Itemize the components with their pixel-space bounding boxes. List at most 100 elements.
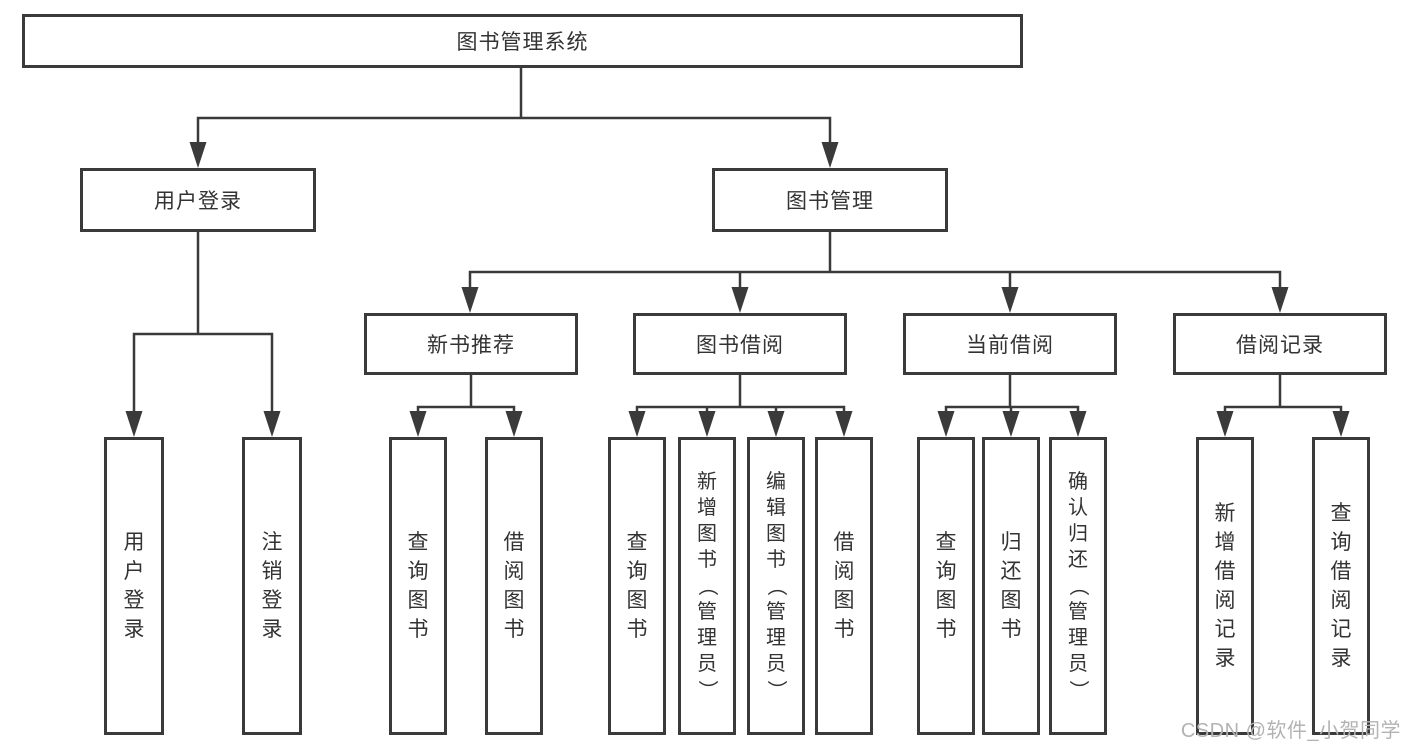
vertical-label-char: 员 xyxy=(697,653,717,675)
vertical-label-char: ） xyxy=(1067,680,1089,700)
arrowhead xyxy=(263,411,281,437)
leaf-logout: 注销登录 xyxy=(242,437,302,735)
arrowhead xyxy=(698,411,716,437)
vertical-label-char: 辑 xyxy=(766,497,786,519)
vertical-label-char: （ xyxy=(1067,576,1089,596)
node-label: 图书借阅 xyxy=(696,334,784,357)
vertical-label-char: 理 xyxy=(766,627,786,649)
vertical-label-char: 销 xyxy=(261,560,283,583)
vertical-label-char: 阅 xyxy=(503,560,525,583)
vertical-label-char: 图 xyxy=(833,589,855,612)
leaf-query-books: 查询图书 xyxy=(917,437,975,735)
leaf-borrow-books: 借阅图书 xyxy=(485,437,543,735)
vertical-label-char: 询 xyxy=(935,560,957,583)
arrowhead xyxy=(189,142,207,168)
vertical-label-char: 记 xyxy=(1330,618,1352,641)
vertical-label-char: 用 xyxy=(123,531,145,554)
vertical-label-char: 书 xyxy=(407,618,429,641)
vertical-label-char: 增 xyxy=(1214,531,1236,554)
vertical-label-char: 阅 xyxy=(1330,589,1352,612)
vertical-label-char: 新 xyxy=(697,471,717,493)
node-user-login: 用户登录 xyxy=(80,168,316,232)
arrowhead xyxy=(1002,411,1020,437)
arrowhead xyxy=(125,411,143,437)
vertical-label-char: 户 xyxy=(123,560,145,583)
leaf-add-books-admin: 新增图书（管理员） xyxy=(678,437,736,735)
leaf-confirm-return-admin: 确认归还（管理员） xyxy=(1049,437,1107,735)
vertical-label-char: 图 xyxy=(1000,589,1022,612)
node-label: 当前借阅 xyxy=(966,334,1054,357)
vertical-label-char: 注 xyxy=(261,531,283,554)
arrowhead xyxy=(1001,287,1019,313)
vertical-label-char: 理 xyxy=(1068,627,1088,649)
node-current-borrowing: 当前借阅 xyxy=(903,313,1117,375)
csdn-watermark: CSDN @软件_小贺同学 xyxy=(1180,720,1401,742)
vertical-label-char: ） xyxy=(696,680,718,700)
vertical-label-char: 新 xyxy=(1214,502,1236,525)
arrowhead xyxy=(767,411,785,437)
leaf-edit-books-admin: 编辑图书（管理员） xyxy=(747,437,805,735)
vertical-label-char: 查 xyxy=(1330,502,1352,525)
node-label: 新书推荐 xyxy=(427,334,515,357)
arrowhead xyxy=(731,287,749,313)
node-library-management-system: 图书管理系统 xyxy=(22,14,1023,68)
vertical-label-char: 阅 xyxy=(1214,589,1236,612)
vertical-label-char: 图 xyxy=(626,589,648,612)
vertical-label-char: 归 xyxy=(1000,531,1022,554)
vertical-label-char: 询 xyxy=(407,560,429,583)
arrowhead xyxy=(409,411,427,437)
vertical-label-char: 书 xyxy=(935,618,957,641)
vertical-label-char: 询 xyxy=(1330,531,1352,554)
node-book-borrowing: 图书借阅 xyxy=(633,313,847,375)
arrowhead xyxy=(461,287,479,313)
vertical-label-char: 阅 xyxy=(833,560,855,583)
vertical-label-char: 员 xyxy=(766,653,786,675)
vertical-label-char: （ xyxy=(696,576,718,596)
arrowhead xyxy=(1332,411,1350,437)
vertical-label-char: 书 xyxy=(766,549,786,571)
vertical-label-char: 查 xyxy=(935,531,957,554)
node-label: 借阅记录 xyxy=(1236,334,1324,357)
leaf-return-books: 归还图书 xyxy=(982,437,1040,735)
node-book-management: 图书管理 xyxy=(712,168,948,232)
arrowhead xyxy=(835,411,853,437)
arrowhead xyxy=(1069,411,1087,437)
vertical-label-char: 录 xyxy=(123,618,145,641)
vertical-label-char: 还 xyxy=(1068,549,1088,571)
vertical-label-char: 员 xyxy=(1068,653,1088,675)
leaf-query-books: 查询图书 xyxy=(389,437,447,735)
vertical-label-char: 还 xyxy=(1000,560,1022,583)
vertical-label-char: 借 xyxy=(1330,560,1352,583)
vertical-label-char: 图 xyxy=(935,589,957,612)
vertical-label-char: 登 xyxy=(261,589,283,612)
arrowhead xyxy=(505,411,523,437)
node-borrowing-records: 借阅记录 xyxy=(1173,313,1387,375)
leaf-query-books: 查询图书 xyxy=(608,437,666,735)
vertical-label-char: 管 xyxy=(1068,601,1088,623)
vertical-label-char: 登 xyxy=(123,589,145,612)
arrowhead xyxy=(628,411,646,437)
leaf-borrow-books: 借阅图书 xyxy=(815,437,873,735)
vertical-label-char: 书 xyxy=(626,618,648,641)
leaf-user-login: 用户登录 xyxy=(104,437,164,735)
node-new-book-recommend: 新书推荐 xyxy=(364,313,578,375)
vertical-label-char: 借 xyxy=(503,531,525,554)
vertical-label-char: 记 xyxy=(1214,618,1236,641)
node-label: 图书管理 xyxy=(786,190,874,213)
vertical-label-char: 录 xyxy=(1214,647,1236,670)
vertical-label-char: 查 xyxy=(407,531,429,554)
arrowhead xyxy=(821,142,839,168)
vertical-label-char: 书 xyxy=(1000,618,1022,641)
vertical-label-char: 归 xyxy=(1068,523,1088,545)
vertical-label-char: 增 xyxy=(697,497,717,519)
vertical-label-char: 图 xyxy=(766,523,786,545)
vertical-label-char: 书 xyxy=(503,618,525,641)
vertical-label-char: ） xyxy=(765,680,787,700)
vertical-label-char: 图 xyxy=(503,589,525,612)
node-label: 图书管理系统 xyxy=(456,31,589,54)
vertical-label-char: 图 xyxy=(697,523,717,545)
vertical-label-char: 认 xyxy=(1068,497,1088,519)
node-label: 用户登录 xyxy=(154,190,242,213)
arrowhead xyxy=(937,411,955,437)
